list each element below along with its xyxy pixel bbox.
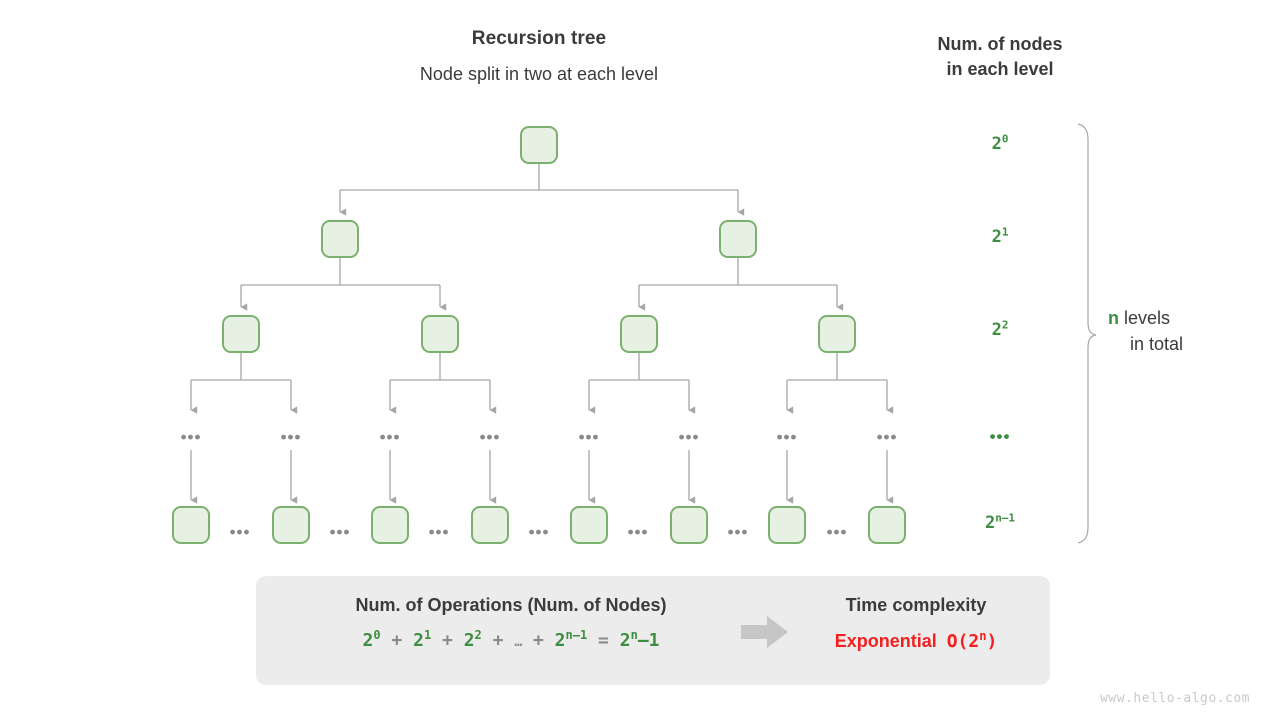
- page-title: Recursion tree: [471, 28, 607, 49]
- watermark: www.hello-algo.com: [1100, 691, 1250, 706]
- bottom-row-ellipsis: •••: [627, 522, 649, 542]
- formula-term-3: 2: [554, 630, 566, 651]
- operations-formula: 20 + 21 + 22 + … + 2n–1 = 2n–1: [276, 628, 746, 656]
- formula-term-1: 2: [413, 630, 424, 651]
- tree-node: [272, 506, 310, 544]
- levels-total-text1: levels: [1119, 308, 1171, 328]
- right-block-arrow-icon: [741, 616, 788, 648]
- level-count-base-last: 2: [984, 513, 996, 533]
- formula-term-0: 2: [362, 630, 374, 651]
- complexity-word: Exponential: [834, 631, 937, 651]
- formula-op-2: +: [442, 630, 453, 651]
- level-count-label-1: 21: [940, 225, 1060, 247]
- tree-node: [222, 315, 260, 353]
- level-count-label-ellipsis: •••: [989, 427, 1011, 446]
- tree-node: [768, 506, 806, 544]
- formula-term-2: 2: [463, 630, 475, 651]
- summary-left: Num. of Operations (Num. of Nodes) 20 + …: [276, 592, 746, 656]
- complexity-notation-exp: n: [979, 629, 987, 643]
- tree-node: [471, 506, 509, 544]
- levels-total-note: n levels in total: [1108, 305, 1258, 357]
- formula-op-4: +: [532, 630, 544, 651]
- tree-ellipsis: •••: [578, 427, 600, 447]
- formula-term-3-exp: n–1: [565, 628, 588, 642]
- levels-total-highlight: n: [1108, 308, 1119, 328]
- formula-term-0-exp: 0: [373, 628, 381, 642]
- level-count-base-1: 2: [991, 227, 1002, 247]
- tree-node: [818, 315, 856, 353]
- column-header-line2: in each level: [946, 59, 1054, 79]
- levels-total-line2: in total: [1130, 334, 1184, 354]
- level-count-exp-1: 1: [1001, 225, 1009, 239]
- formula-equals: =: [598, 630, 609, 651]
- bottom-row-ellipsis: •••: [826, 522, 848, 542]
- level-count-label-2: 22: [940, 318, 1060, 340]
- tree-ellipsis: •••: [180, 427, 202, 447]
- tree-node: [421, 315, 459, 353]
- tree-node: [719, 220, 757, 258]
- bottom-row-ellipsis: •••: [329, 522, 351, 542]
- tree-node: [371, 506, 409, 544]
- formula-result-exp: n: [630, 628, 638, 642]
- column-header-line1: Num. of nodes: [937, 34, 1063, 54]
- levels-total-line1: n levels: [1108, 305, 1258, 331]
- level-count-label-last: 2n–1: [940, 511, 1060, 533]
- level-count-base-2: 2: [991, 320, 1002, 340]
- tree-node: [321, 220, 359, 258]
- tree-node: [670, 506, 708, 544]
- formula-op-3: +: [492, 630, 504, 651]
- page-subtitle: Node split in two at each level: [419, 64, 659, 84]
- complexity-notation-base: O(2: [946, 631, 980, 652]
- formula-result: 2: [619, 630, 631, 651]
- complexity-heading: Time complexity: [845, 595, 987, 615]
- operations-heading: Num. of Operations (Num. of Nodes): [355, 595, 667, 615]
- formula-term-2-exp: 2: [474, 628, 482, 642]
- tree-ellipsis: •••: [776, 427, 798, 447]
- summary-right: Time complexity Exponential O(2n): [796, 592, 1036, 655]
- summary-panel: Num. of Operations (Num. of Nodes) 20 + …: [256, 576, 1050, 685]
- level-count-exp-2: 2: [1001, 318, 1009, 332]
- complexity-notation-tail: ): [986, 631, 998, 652]
- level-count-exp-0: 0: [1001, 132, 1009, 146]
- tree-ellipsis: •••: [678, 427, 700, 447]
- tree-ellipsis: •••: [280, 427, 302, 447]
- level-count-base-0: 2: [991, 134, 1002, 154]
- tree-node: [520, 126, 558, 164]
- level-count-exp-last: n–1: [995, 511, 1016, 525]
- tree-node: [570, 506, 608, 544]
- levels-brace: [1077, 123, 1097, 544]
- tree-node: [868, 506, 906, 544]
- bottom-row-ellipsis: •••: [428, 522, 450, 542]
- formula-ellipsis: …: [514, 635, 523, 650]
- column-header: Num. of nodes in each level: [900, 32, 1100, 82]
- tree-ellipsis: •••: [379, 427, 401, 447]
- tree-node: [172, 506, 210, 544]
- formula-result-tail: –1: [637, 630, 660, 651]
- level-count-label-0: 20: [940, 132, 1060, 154]
- formula-op-1: +: [391, 630, 403, 651]
- complexity-value: Exponential O(2n): [796, 628, 1036, 655]
- bottom-row-ellipsis: •••: [229, 522, 251, 542]
- bottom-row-ellipsis: •••: [727, 522, 749, 542]
- tree-ellipsis: •••: [876, 427, 898, 447]
- tree-ellipsis: •••: [479, 427, 501, 447]
- tree-node: [620, 315, 658, 353]
- formula-term-1-exp: 1: [423, 628, 432, 642]
- bottom-row-ellipsis: •••: [528, 522, 550, 542]
